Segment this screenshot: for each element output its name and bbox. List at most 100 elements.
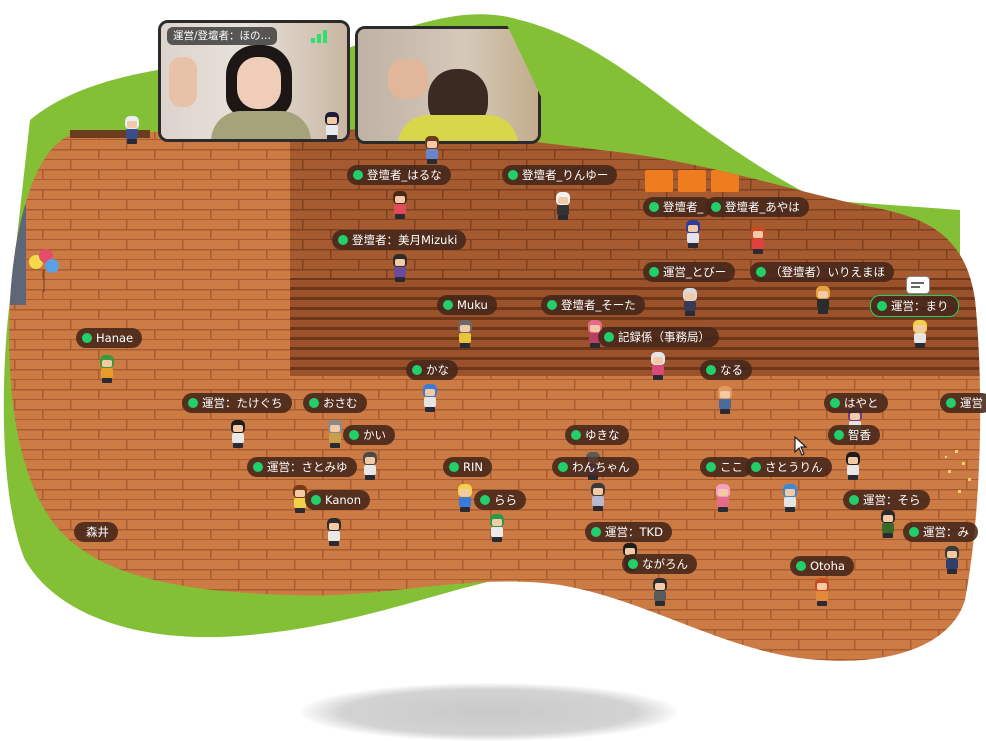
- online-status-icon: [338, 235, 348, 245]
- name-tag[interactable]: 運営：そら: [843, 490, 930, 510]
- name-tag[interactable]: 登壇者_はるな: [347, 165, 451, 185]
- name-tag[interactable]: おさむ: [303, 393, 367, 413]
- participant-avatar[interactable]: [650, 578, 670, 606]
- name-tag[interactable]: ながろん: [622, 554, 697, 574]
- participant-avatar[interactable]: [390, 254, 410, 282]
- video-tile-name-label: 運営/登壇者：ほの…: [167, 27, 278, 45]
- name-tag[interactable]: 運営：み: [903, 522, 978, 542]
- online-status-icon: [311, 495, 321, 505]
- participant-avatar[interactable]: [780, 484, 800, 512]
- name-tag[interactable]: Otoha: [790, 556, 854, 576]
- name-tag[interactable]: Kanon: [305, 490, 370, 510]
- participant-avatar[interactable]: [910, 320, 930, 348]
- online-status-icon: [188, 398, 198, 408]
- name-tag[interactable]: （登壇者）いりえまほ: [750, 262, 894, 282]
- name-tag[interactable]: 登壇者_: [643, 197, 713, 217]
- online-status-icon: [591, 527, 601, 537]
- online-status-icon: [946, 398, 956, 408]
- online-status-icon: [508, 170, 518, 180]
- participant-avatar[interactable]: [487, 514, 507, 542]
- name-tag[interactable]: 運営: [940, 393, 986, 413]
- participant-avatar[interactable]: [683, 220, 703, 248]
- participant-avatar[interactable]: [455, 484, 475, 512]
- online-status-icon: [349, 430, 359, 440]
- participant-avatar[interactable]: [420, 384, 440, 412]
- online-status-icon: [877, 301, 887, 311]
- participant-avatar[interactable]: [588, 483, 608, 511]
- online-status-icon: [480, 495, 490, 505]
- name-tag[interactable]: 運営：さとみゆ: [247, 457, 357, 477]
- name-tag[interactable]: Muku: [437, 295, 497, 315]
- name-tag[interactable]: 運営：まり: [870, 295, 959, 317]
- name-tag[interactable]: 登壇者_そーた: [541, 295, 645, 315]
- name-tag[interactable]: かな: [406, 360, 458, 380]
- participant-avatar[interactable]: [585, 320, 605, 348]
- participant-avatar[interactable]: [325, 420, 345, 448]
- online-status-icon: [547, 300, 557, 310]
- name-tag[interactable]: らら: [474, 490, 526, 510]
- name-tag[interactable]: 登壇者：美月Mizuki: [332, 230, 467, 250]
- online-status-icon: [628, 559, 638, 569]
- online-status-icon: [604, 332, 614, 342]
- participant-avatar[interactable]: [715, 386, 735, 414]
- participant-avatar[interactable]: [813, 286, 833, 314]
- video-tile-speaker[interactable]: 運営/登壇者：ほの…: [158, 20, 350, 142]
- name-tag[interactable]: 森井: [74, 522, 118, 542]
- online-status-icon: [756, 267, 766, 277]
- name-tag[interactable]: 運営：たけぐち: [182, 393, 292, 413]
- name-tag[interactable]: 運営_とびー: [643, 262, 736, 282]
- name-tag[interactable]: わんちゃん: [552, 457, 639, 477]
- name-tag[interactable]: 運営：TKD: [585, 522, 672, 542]
- participant-avatar[interactable]: [713, 484, 733, 512]
- signal-strength-icon: [311, 29, 331, 43]
- participant-avatar[interactable]: [455, 320, 475, 348]
- participant-avatar[interactable]: [648, 352, 668, 380]
- online-status-icon: [309, 398, 319, 408]
- participant-avatar[interactable]: [843, 452, 863, 480]
- name-tag[interactable]: Hanae: [76, 328, 143, 348]
- participant-avatar[interactable]: [360, 452, 380, 480]
- participant-avatar[interactable]: [748, 226, 768, 254]
- online-status-icon: [834, 430, 844, 440]
- participant-avatar[interactable]: [422, 136, 442, 164]
- chat-bubble-icon: [906, 276, 930, 294]
- name-tag[interactable]: ここ: [700, 457, 752, 477]
- name-tag[interactable]: かい: [343, 425, 395, 445]
- name-tag[interactable]: RIN: [443, 457, 492, 477]
- participant-avatar[interactable]: [228, 420, 248, 448]
- participant-avatar[interactable]: [322, 112, 342, 140]
- participant-avatar[interactable]: [942, 546, 962, 574]
- online-status-icon: [82, 333, 92, 343]
- online-status-icon: [412, 365, 422, 375]
- online-status-icon: [353, 170, 363, 180]
- participant-avatar[interactable]: [878, 510, 898, 538]
- name-tag[interactable]: 智香: [828, 425, 880, 445]
- online-status-icon: [909, 527, 919, 537]
- name-tag[interactable]: ゆきな: [565, 425, 629, 445]
- name-tag[interactable]: なる: [700, 360, 752, 380]
- participant-avatar[interactable]: [97, 355, 117, 383]
- name-tag[interactable]: 記録係（事務局）: [598, 327, 719, 347]
- participant-avatar[interactable]: [812, 578, 832, 606]
- online-status-icon: [443, 300, 453, 310]
- online-status-icon: [558, 462, 568, 472]
- online-status-icon: [649, 267, 659, 277]
- name-tag[interactable]: はやと: [824, 393, 888, 413]
- name-tag[interactable]: 登壇者_りんゆー: [502, 165, 618, 185]
- participant-avatar[interactable]: [324, 518, 344, 546]
- participant-avatar[interactable]: [290, 485, 310, 513]
- online-status-icon: [571, 430, 581, 440]
- online-status-icon: [711, 202, 721, 212]
- online-status-icon: [830, 398, 840, 408]
- participant-avatar[interactable]: [680, 288, 700, 316]
- name-tag[interactable]: さとうりん: [745, 457, 832, 477]
- name-tag[interactable]: 登壇者_あやは: [705, 197, 809, 217]
- floor-shadow: [300, 683, 678, 741]
- participant-avatar[interactable]: [390, 191, 410, 219]
- online-status-icon: [253, 462, 263, 472]
- online-status-icon: [649, 202, 659, 212]
- participant-avatar[interactable]: [122, 116, 142, 144]
- participant-avatar[interactable]: [553, 192, 573, 220]
- video-tile-participant[interactable]: [355, 26, 541, 144]
